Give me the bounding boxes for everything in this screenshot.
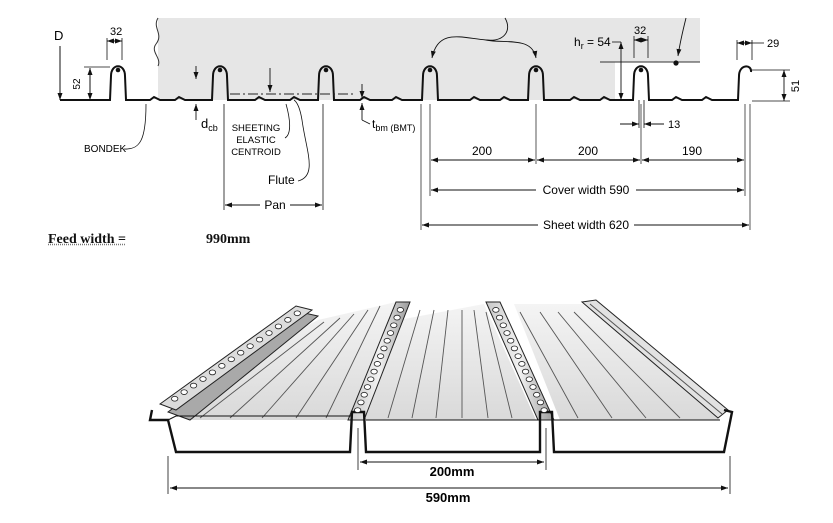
rib-hole <box>396 307 404 313</box>
rib-hole <box>529 384 537 390</box>
middle-pan-surface <box>360 304 536 420</box>
feed-width-label: Feed width = <box>48 232 126 247</box>
flute-label: Flute <box>268 173 295 187</box>
left-rib-strip <box>158 305 314 411</box>
rib-hole <box>393 314 401 321</box>
slab-depth-label: D <box>54 28 63 43</box>
cover-width-label: Cover width 590 <box>543 183 630 197</box>
rib-hole <box>199 376 207 382</box>
rib-hole <box>536 399 545 406</box>
hr-label: hr = 54 <box>574 35 611 51</box>
rib-2-holes <box>354 307 404 413</box>
svg-text:ELASTIC: ELASTIC <box>236 135 276 146</box>
rib-hole <box>237 349 245 356</box>
svg-text:SHEETING: SHEETING <box>232 123 281 134</box>
left-rib-holes <box>171 310 301 402</box>
rib-hole <box>373 361 381 367</box>
rib-top-width-right-label: 32 <box>634 25 646 37</box>
rib-hole <box>208 369 217 376</box>
right-rib-height-label: 51 <box>790 80 802 92</box>
rib-hole <box>518 361 526 367</box>
rib-hole <box>495 314 504 321</box>
rib-3-holes <box>492 307 548 413</box>
right-pan-surface <box>514 304 720 420</box>
rib-spacing-label: 200mm <box>430 464 475 479</box>
dcb-label: dcb <box>201 116 218 133</box>
rib-hole <box>383 337 391 344</box>
rib-hole <box>525 376 533 383</box>
rib-hole <box>499 322 507 329</box>
span-2-label: 200 <box>578 144 598 158</box>
sheeting-elastic-centroid-label: SHEETING ELASTIC CENTROID <box>231 123 281 158</box>
svg-text:CENTROID: CENTROID <box>231 147 281 158</box>
rib-hole <box>370 368 378 375</box>
rib-3 <box>485 301 555 421</box>
rib-hole <box>390 322 398 329</box>
left-pan-surface <box>178 302 396 420</box>
rib-hole <box>503 330 511 336</box>
section-diagram: D 52 32 dcb <box>54 17 802 232</box>
rib-hole <box>380 345 388 352</box>
reinforcement-bar-dot <box>673 60 679 66</box>
perspective-drawing: 200mm 590mm <box>148 299 734 505</box>
rib-hole <box>363 384 372 390</box>
rib-hole <box>492 307 500 313</box>
rib-hole <box>521 368 530 375</box>
sheet-width-label: Sheet width 620 <box>543 218 629 232</box>
rib-hole <box>189 382 198 389</box>
concrete-slab-area <box>158 18 700 100</box>
rib-hole <box>274 323 283 330</box>
front-profile-edge <box>148 408 734 454</box>
rib-hole <box>246 343 254 349</box>
feed-width-value: 990mm <box>206 232 251 247</box>
steel-deck-profile <box>60 65 752 101</box>
rib-hole <box>510 345 519 352</box>
rib-hole <box>293 310 301 317</box>
rib-gap-label: 13 <box>668 119 680 131</box>
rib-hole <box>507 337 515 344</box>
rib-hole <box>171 395 179 402</box>
pan-flute-lines <box>199 305 681 419</box>
edge-width-label: 29 <box>767 38 779 50</box>
rib-top-width-label: 32 <box>110 26 122 38</box>
span-1-label: 200 <box>472 144 492 158</box>
rib-hole <box>377 353 385 359</box>
rib-embossments <box>115 67 644 73</box>
rib-hole <box>514 353 522 359</box>
rib-hole <box>354 407 362 413</box>
rib-hole <box>360 391 368 398</box>
rib-hole <box>218 363 226 369</box>
left-rib-height-label: 52 <box>72 78 83 90</box>
rib-hole <box>265 330 273 336</box>
cover-width-bottom-label: 590mm <box>426 490 471 505</box>
rib-hole <box>386 330 395 336</box>
rib-hole <box>227 356 235 363</box>
bondek-label: BONDEK <box>84 144 127 155</box>
rib-hole <box>533 391 541 398</box>
rib-hole <box>180 389 188 395</box>
rib-hole <box>357 399 365 406</box>
pan-label: Pan <box>264 198 285 212</box>
rib-hole <box>367 376 375 383</box>
hr-leader-curve <box>430 17 509 59</box>
tbm-label: tbm (BMT) <box>372 117 415 133</box>
rib-hole <box>540 407 548 413</box>
slab-break-line <box>153 17 160 67</box>
rib-2 <box>347 301 411 421</box>
rib-hole <box>284 317 292 323</box>
rib-hole <box>255 336 264 343</box>
span-3-label: 190 <box>682 144 702 158</box>
